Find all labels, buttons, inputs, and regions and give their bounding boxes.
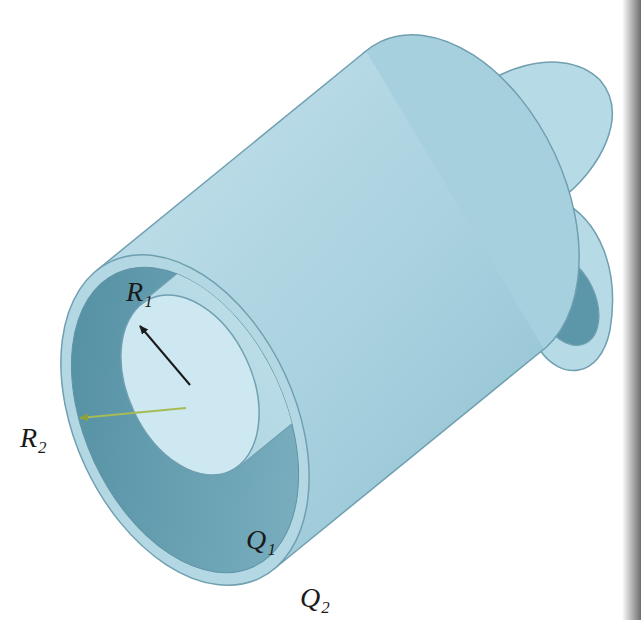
- part-label: Q₂: [300, 584, 330, 612]
- page-edge: [622, 0, 641, 620]
- part-label: R₁: [126, 278, 153, 306]
- part-label: Q₁: [246, 526, 276, 554]
- radius-arrow: [80, 408, 186, 418]
- inner-face: [94, 273, 287, 498]
- outer-rim: [11, 215, 358, 620]
- part-label: R₂: [20, 424, 47, 452]
- radius-arrow: [140, 326, 190, 385]
